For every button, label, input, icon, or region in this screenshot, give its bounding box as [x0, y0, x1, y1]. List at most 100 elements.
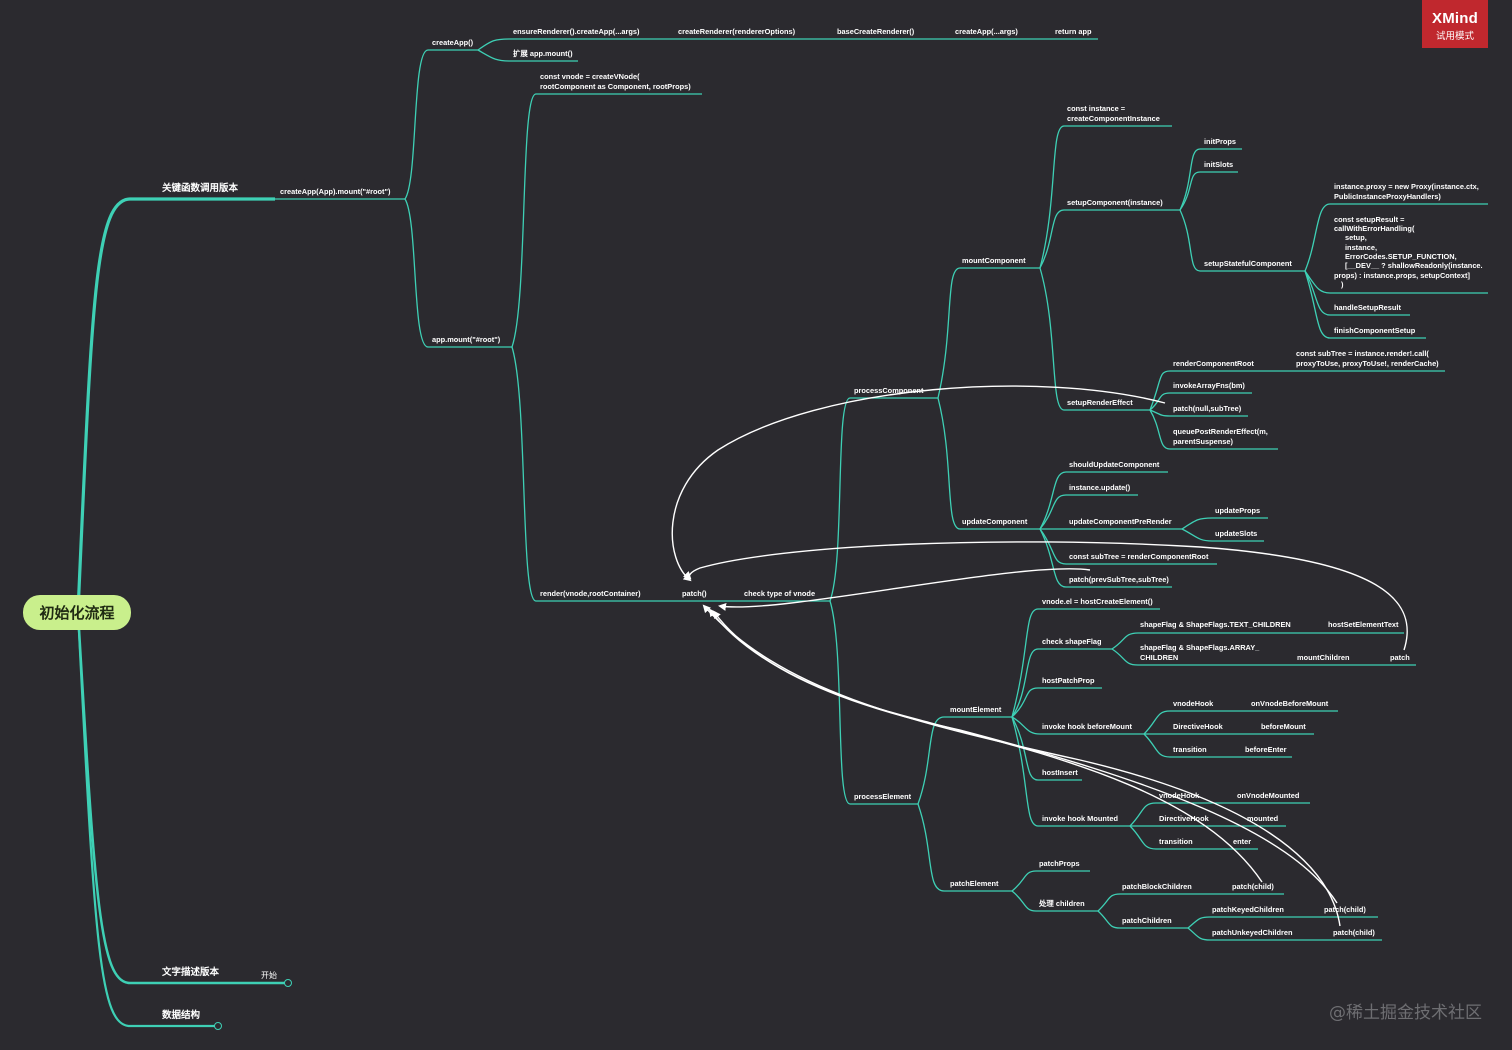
node-setupresult-line7[interactable]: props) : instance.props, setupContext] — [1334, 271, 1470, 280]
node-beforeenter[interactable]: beforeEnter — [1245, 745, 1287, 754]
node-mountelement[interactable]: mountElement — [950, 705, 1002, 714]
node-patchkeyedchildren[interactable]: patchKeyedChildren — [1212, 905, 1284, 914]
line-to-processcomponent — [829, 397, 938, 602]
line-to-vnodehook2 — [1129, 802, 1310, 827]
node-invokearrayfns[interactable]: invokeArrayFns(bm) — [1173, 381, 1245, 390]
node-initprops[interactable]: initProps — [1204, 137, 1236, 146]
node-onvnodebeforemount[interactable]: onVnodeBeforeMount — [1251, 699, 1329, 708]
node-patchchildren[interactable]: patchChildren — [1122, 916, 1172, 925]
node-patchblockchildren[interactable]: patchBlockChildren — [1122, 882, 1192, 891]
node-processcomponent[interactable]: processComponent — [854, 386, 924, 395]
node-hookmounted[interactable]: invoke hook Mounted — [1042, 814, 1118, 823]
root-node[interactable] — [23, 595, 131, 630]
node-hookbeforemount[interactable]: invoke hook beforeMount — [1042, 722, 1132, 731]
node-shapearray-line2[interactable]: CHILDREN — [1140, 653, 1178, 662]
node-mountchildren[interactable]: mountChildren — [1297, 653, 1350, 662]
node-subtreecall-line2[interactable]: proxyToUse, proxyToUse!, renderCache) — [1296, 359, 1439, 368]
node-handlesetupresult[interactable]: handleSetupResult — [1334, 303, 1401, 312]
node-proxy-line1[interactable]: instance.proxy = new Proxy(instance.ctx, — [1334, 182, 1479, 191]
node-patchchild3[interactable]: patch(child) — [1333, 928, 1375, 937]
node-constvnode-line2[interactable]: rootComponent as Component, rootProps) — [540, 82, 691, 91]
node-updateslots[interactable]: updateSlots — [1215, 529, 1257, 538]
trunk-to-key-calls — [76, 197, 275, 613]
node-queuepost-line1[interactable]: queuePostRenderEffect(m, — [1173, 427, 1268, 436]
node-checkshapeflag[interactable]: check shapeFlag — [1042, 637, 1102, 646]
node-patchchild2[interactable]: patch(child) — [1324, 905, 1366, 914]
node-createappmount[interactable]: createApp(App).mount("#root") — [280, 187, 391, 196]
node-proxy-line2[interactable]: PublicInstanceProxyHandlers) — [1334, 192, 1441, 201]
xmind-badge-title: XMind — [1432, 10, 1478, 27]
node-shapetext[interactable]: shapeFlag & ShapeFlags.TEXT_CHILDREN — [1140, 620, 1291, 629]
node-patch[interactable]: patch() — [682, 589, 707, 598]
collapse-indicator-text-desc[interactable] — [284, 979, 292, 987]
node-setupresult-line4[interactable]: instance, — [1345, 243, 1377, 252]
node-handlechildren[interactable]: 处理 children — [1038, 899, 1085, 908]
node-mounted[interactable]: mounted — [1247, 814, 1279, 823]
watermark: @稀土掘金技术社区 — [1329, 1003, 1482, 1023]
section-key-calls[interactable]: 关键函数调用版本 — [162, 182, 239, 194]
node-onvnodemounted[interactable]: onVnodeMounted — [1237, 791, 1300, 800]
node-patchchild1[interactable]: patch(child) — [1232, 882, 1274, 891]
section-text-desc[interactable]: 文字描述版本 — [161, 966, 220, 978]
node-rendercomponentroot[interactable]: renderComponentRoot — [1173, 359, 1254, 368]
node-shouldupdate[interactable]: shouldUpdateComponent — [1069, 460, 1160, 469]
node-patchunkeyedchildren[interactable]: patchUnkeyedChildren — [1212, 928, 1293, 937]
node-constinstance-line2[interactable]: createComponentInstance — [1067, 114, 1160, 123]
node-patchelement[interactable]: patchElement — [950, 879, 999, 888]
node-subtreecall-line1[interactable]: const subTree = instance.render!.call( — [1296, 349, 1429, 358]
node-directivehook2[interactable]: DirectiveHook — [1159, 814, 1210, 823]
node-basecreaterenderer[interactable]: baseCreateRenderer() — [837, 27, 915, 36]
node-hostsetelementtext[interactable]: hostSetElementText — [1328, 620, 1399, 629]
xmind-trial-badge[interactable]: XMind 试用模式 — [1422, 0, 1488, 48]
node-createrenderer[interactable]: createRenderer(rendererOptions) — [678, 27, 796, 36]
node-createappargs[interactable]: createApp(...args) — [955, 27, 1018, 36]
node-mountcomponent[interactable]: mountComponent — [962, 256, 1026, 265]
node-transition1[interactable]: transition — [1173, 745, 1207, 754]
node-finishcomponentsetup[interactable]: finishComponentSetup — [1334, 326, 1416, 335]
node-setupresult-line8[interactable]: ) — [1341, 280, 1344, 289]
node-returnapp[interactable]: return app — [1055, 27, 1092, 36]
node-transition2[interactable]: transition — [1159, 837, 1193, 846]
node-shapearray-line1[interactable]: shapeFlag & ShapeFlags.ARRAY_ — [1140, 643, 1260, 652]
node-vnodehook1[interactable]: vnodeHook — [1173, 699, 1214, 708]
node-initslots[interactable]: initSlots — [1204, 160, 1233, 169]
node-updatecomponent[interactable]: updateComponent — [962, 517, 1028, 526]
node-patchprops[interactable]: patchProps — [1039, 859, 1080, 868]
node-beforemount[interactable]: beforeMount — [1261, 722, 1306, 731]
node-createapp[interactable]: createApp() — [432, 38, 474, 47]
node-constvnode-line1[interactable]: const vnode = createVNode( — [540, 72, 640, 81]
node-hostinsert[interactable]: hostInsert — [1042, 768, 1078, 777]
node-setupresult-line1[interactable]: const setupResult = — [1334, 215, 1405, 224]
node-checktype[interactable]: check type of vnode — [744, 589, 815, 598]
collapse-indicator-data-struct[interactable] — [214, 1022, 222, 1030]
node-setupresult-line6[interactable]: [__DEV__ ? shallowReadonly(instance. — [1345, 261, 1483, 270]
section-data-struct[interactable]: 数据结构 — [161, 1009, 201, 1021]
node-updateprerender[interactable]: updateComponentPreRender — [1069, 517, 1172, 526]
node-updateprops[interactable]: updateProps — [1215, 506, 1260, 515]
node-vnodehook2[interactable]: vnodeHook — [1159, 791, 1200, 800]
node-extendmount[interactable]: 扩展 app.mount() — [513, 49, 573, 58]
node-render[interactable]: render(vnode,rootContainer) — [540, 589, 641, 598]
node-setupcomponent[interactable]: setupComponent(instance) — [1067, 198, 1163, 207]
line-to-appmount — [404, 198, 512, 348]
node-setupstateful[interactable]: setupStatefulComponent — [1204, 259, 1292, 268]
node-setupresult-line2[interactable]: callWithErrorHandling( — [1334, 224, 1415, 233]
node-hostpatchprop[interactable]: hostPatchProp — [1042, 676, 1095, 685]
node-patchnull[interactable]: patch(null,subTree) — [1173, 404, 1242, 413]
node-patchprevsub[interactable]: patch(prevSubTree,subTree) — [1069, 575, 1169, 584]
node-processelement[interactable]: processElement — [854, 792, 912, 801]
node-subtreerender[interactable]: const subTree = renderComponentRoot — [1069, 552, 1209, 561]
node-setuprendereffect[interactable]: setupRenderEffect — [1067, 398, 1133, 407]
node-enter[interactable]: enter — [1233, 837, 1251, 846]
node-patchleaf[interactable]: patch — [1390, 653, 1410, 662]
node-appmount[interactable]: app.mount("#root") — [432, 335, 501, 344]
node-constinstance-line1[interactable]: const instance = — [1067, 104, 1126, 113]
node-vnodeel[interactable]: vnode.el = hostCreateElement() — [1042, 597, 1153, 606]
line-to-setupresult — [1304, 270, 1488, 294]
node-setupresult-line5[interactable]: ErrorCodes.SETUP_FUNCTION, — [1345, 252, 1457, 261]
node-ensurerenderer[interactable]: ensureRenderer().createApp(...args) — [513, 27, 640, 36]
node-instanceupdate[interactable]: instance.update() — [1069, 483, 1131, 492]
node-directivehook1[interactable]: DirectiveHook — [1173, 722, 1224, 731]
node-queuepost-line2[interactable]: parentSuspense) — [1173, 437, 1234, 446]
node-setupresult-line3[interactable]: setup, — [1345, 233, 1367, 242]
